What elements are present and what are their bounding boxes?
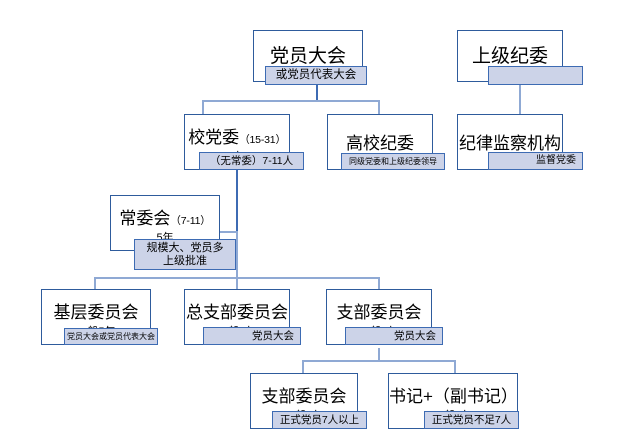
chip-line-2: 上级批准 [163,254,207,267]
connector-branch-down [378,348,380,360]
chip-branch-committee: 党员大会 [345,327,443,345]
node-title: 支部委员会 [261,387,347,406]
connector-school-party-down [236,170,238,232]
connector-to-branch [378,277,380,289]
node-title: 纪律监察机构 [459,134,561,153]
connector-standing-committee-stub [218,231,238,233]
node-title: 总支部委员会 [186,303,288,322]
chip-superior-discipline-commission [488,66,583,85]
connector-to-univ-discipline [378,100,380,114]
connector-to-branch-lower [302,360,304,373]
node-title: 基层委员会 [53,303,139,322]
connector-school-party-down-2 [236,232,238,278]
connector-to-grassroots [94,277,96,289]
chip-discipline-inspection-body: 监督党委 [488,152,583,170]
chip-party-congress: 或党员代表大会 [265,66,367,85]
connector-to-secretary [454,360,456,373]
chip-grassroots-committee: 党员大会或党员代表大会 [64,328,158,345]
chip-line-1: 规模大、党员多 [146,241,224,254]
node-title: 上级纪委 [471,46,548,67]
connector-superior-to-inspection [519,82,521,114]
connector-bus-row4 [302,360,454,362]
node-title: 党员大会 [269,46,346,67]
node-title-paren: （15-31） [239,134,286,146]
chip-general-branch-committee: 党员大会 [203,327,301,345]
connector-congress-down [316,82,318,102]
chip-branch-committee-lower: 正式党员7人以上 [272,411,367,429]
node-title: 校党委（15-31） [188,128,286,147]
chip-university-discipline-commission: 同级党委和上级纪委领导 [341,153,445,170]
chip-secretary: 正式党员不足7人 [424,411,519,429]
chip-standing-committee: 规模大、党员多 上级批准 [134,239,236,270]
node-title: 书记+（副书记） [389,387,518,406]
connector-bus-row2 [202,100,380,102]
node-title: 常委会（7-11） [119,209,211,228]
node-title: 高校纪委 [346,134,414,153]
node-title: 支部委员会 [336,303,422,322]
node-title-paren: （7-11） [170,215,211,227]
chip-school-party-committee: （无常委）7-11人 [199,152,304,170]
connector-to-school-party [202,100,204,114]
connector-to-general-branch [236,277,238,289]
